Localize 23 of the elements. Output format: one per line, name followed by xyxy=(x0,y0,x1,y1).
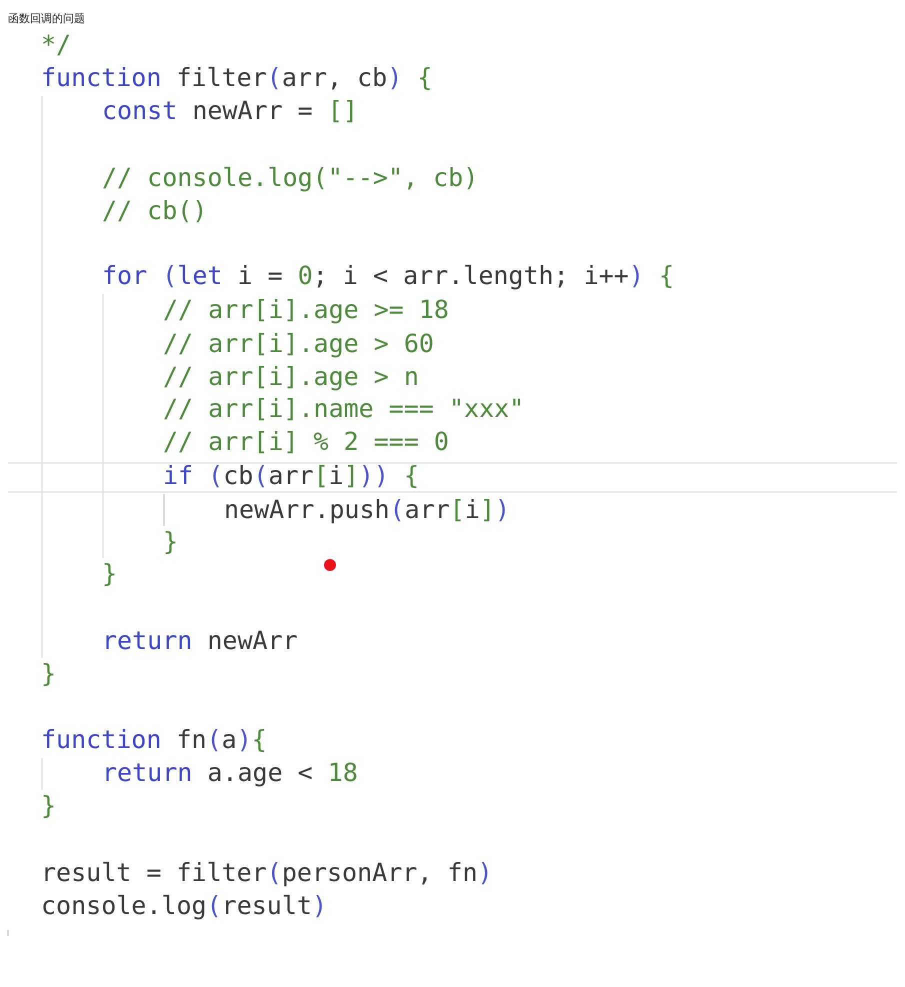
code-line: */ xyxy=(41,30,72,60)
code-line: } xyxy=(41,659,56,689)
code-line: } xyxy=(41,791,56,821)
code-line: } xyxy=(163,527,178,557)
code-line: // arr[i].age >= 18 xyxy=(163,295,449,325)
code-line: function fn(a){ xyxy=(41,725,267,755)
code-line: return newArr xyxy=(102,626,298,656)
code-line: // console.log("-->", cb) xyxy=(102,163,478,193)
code-line: // arr[i].name === "xxx" xyxy=(163,394,524,424)
code-line: // arr[i].age > 60 xyxy=(163,329,434,359)
code-line: // arr[i].age > n xyxy=(163,362,419,392)
code-line: } xyxy=(102,559,118,589)
code-line: console.log(result) xyxy=(41,891,328,921)
code-line: for (let i = 0; i < arr.length; i++) { xyxy=(102,261,674,291)
code-line: result = filter(personArr, fn) xyxy=(41,858,493,888)
code-line: const newArr = [] xyxy=(102,96,358,126)
title: 函数回调的问题 xyxy=(8,11,85,26)
code-line: function filter(arr, cb) { xyxy=(41,63,432,93)
code-line: return a.age < 18 xyxy=(102,758,358,788)
code-line: if (cb(arr[i])) { xyxy=(163,461,419,491)
code-line: // arr[i] % 2 === 0 xyxy=(163,427,449,457)
code-line: // cb() xyxy=(102,196,208,226)
code-line: newArr.push(arr[i]) xyxy=(224,495,510,525)
